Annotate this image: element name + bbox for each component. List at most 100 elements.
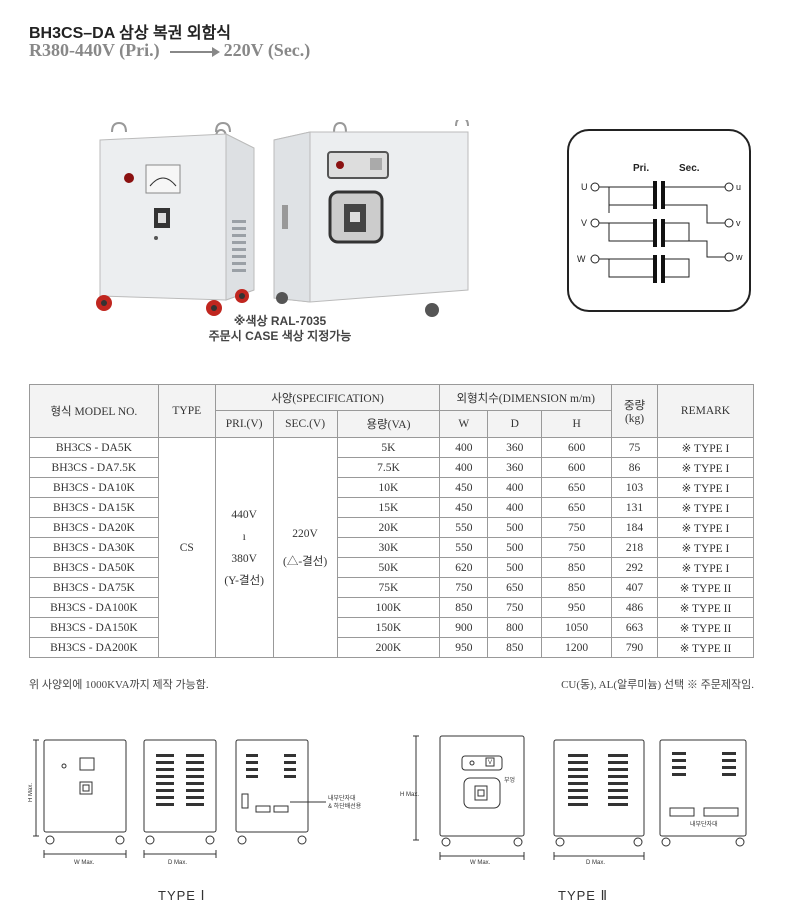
cell-w: 850 bbox=[439, 597, 489, 618]
cell-capacity: 30K bbox=[336, 537, 441, 558]
cell-d: 650 bbox=[487, 577, 543, 598]
cell-h: 1200 bbox=[541, 637, 613, 658]
cell-weight: 86 bbox=[611, 457, 659, 478]
cell-model: BH3CS - DA100K bbox=[29, 597, 159, 618]
footnote-right: CU(동), AL(알루미늄) 선택 ※ 주문제작임. bbox=[561, 679, 754, 691]
arrow-right-icon bbox=[169, 46, 220, 57]
cell-remark: ※ TYPE I bbox=[657, 557, 754, 578]
cell-model: BH3CS - DA5K bbox=[29, 437, 159, 458]
cell-weight: 131 bbox=[611, 497, 659, 518]
header-capacity: 용량(VA) bbox=[336, 410, 441, 438]
type1-hmax-label: H Max. bbox=[28, 783, 34, 802]
cell-h: 1050 bbox=[541, 617, 613, 638]
cell-d: 400 bbox=[487, 477, 543, 498]
cell-w: 400 bbox=[439, 457, 489, 478]
cell-remark: ※ TYPE I bbox=[657, 457, 754, 478]
type2-outline-drawing: H Max. W Max. D Max. 부엉 V 내부단자대 bbox=[400, 735, 747, 866]
cell-capacity: 20K bbox=[336, 517, 441, 538]
type2-meter-label: V bbox=[488, 760, 492, 766]
cell-d: 360 bbox=[487, 457, 543, 478]
cell-capacity: 15K bbox=[336, 497, 441, 518]
cell-capacity: 200K bbox=[336, 637, 441, 658]
cell-type-merged: CS bbox=[157, 437, 216, 658]
sec-sec-value: 220V bbox=[292, 527, 318, 540]
header-pri: PRI.(V) bbox=[214, 410, 274, 438]
cell-capacity: 5K bbox=[336, 437, 441, 458]
color-note-line2: 주문시 CASE 색상 지정가능 bbox=[208, 329, 352, 343]
header-w: W bbox=[439, 410, 489, 438]
type1-label: TYPE Ⅰ bbox=[158, 888, 206, 903]
type1-outline-drawing: H Max. W Max. D Max. 내부단자대 & 하단배선용 bbox=[28, 739, 362, 866]
color-note: ※색상 RAL-7035 주문시 CASE 색상 지정가능 bbox=[200, 314, 360, 344]
cell-model: BH3CS - DA7.5K bbox=[29, 457, 159, 478]
cell-d: 750 bbox=[487, 597, 543, 618]
terminal-w: w bbox=[735, 252, 743, 262]
cell-w: 550 bbox=[439, 517, 489, 538]
cell-model: BH3CS - DA50K bbox=[29, 557, 159, 578]
cell-w: 950 bbox=[439, 637, 489, 658]
cell-remark: ※ TYPE I bbox=[657, 517, 754, 538]
cell-d: 500 bbox=[487, 517, 543, 538]
cell-remark: ※ TYPE II bbox=[657, 597, 754, 618]
cell-d: 500 bbox=[487, 557, 543, 578]
cell-model: BH3CS - DA20K bbox=[29, 517, 159, 538]
terminal-U: U bbox=[581, 182, 588, 192]
cell-model: BH3CS - DA15K bbox=[29, 497, 159, 518]
cell-h: 650 bbox=[541, 497, 613, 518]
type2-dmax-label: D Max. bbox=[586, 860, 605, 866]
cell-capacity: 10K bbox=[336, 477, 441, 498]
header-d: D bbox=[487, 410, 543, 438]
cell-remark: ※ TYPE I bbox=[657, 537, 754, 558]
cell-d: 360 bbox=[487, 437, 543, 458]
cell-w: 750 bbox=[439, 577, 489, 598]
cell-weight: 790 bbox=[611, 637, 659, 658]
terminal-u: u bbox=[736, 182, 741, 192]
type2-lamp-label: 부엉 bbox=[504, 776, 515, 784]
type2-terminal-label: 내부단자대 bbox=[690, 820, 718, 828]
terminal-W: W bbox=[577, 254, 586, 264]
wiring-schematic: Pri. Sec. U V W u v bbox=[567, 129, 751, 312]
type2-label: TYPE Ⅱ bbox=[558, 888, 608, 903]
cell-model: BH3CS - DA75K bbox=[29, 577, 159, 598]
primary-voltage: R380-440V (Pri.) bbox=[29, 40, 160, 60]
cell-sec-merged: 220V(△-결선) bbox=[272, 437, 338, 658]
color-note-line1: ※색상 RAL-7035 bbox=[233, 314, 327, 328]
cell-w: 450 bbox=[439, 497, 489, 518]
cell-weight: 75 bbox=[611, 437, 659, 458]
product-photo-front bbox=[96, 121, 255, 316]
schematic-sec-label: Sec. bbox=[679, 163, 700, 174]
cell-h: 650 bbox=[541, 477, 613, 498]
page-title: BH3CS–DA 삼상 복권 외함식 bbox=[29, 25, 232, 42]
type2-wmax-label: W Max. bbox=[470, 860, 491, 866]
type1-wmax-label: W Max. bbox=[74, 860, 95, 866]
header-h: H bbox=[541, 410, 613, 438]
cell-model: BH3CS - DA30K bbox=[29, 537, 159, 558]
header-dimension: 외형치수(DIMENSION m/m) bbox=[439, 384, 613, 411]
cell-weight: 663 bbox=[611, 617, 659, 638]
cell-model: BH3CS - DA150K bbox=[29, 617, 159, 638]
type2-hmax-label: H Max. bbox=[400, 792, 419, 798]
cell-weight: 184 bbox=[611, 517, 659, 538]
pri-pri-bottom: 380V bbox=[231, 552, 257, 565]
cell-weight: 486 bbox=[611, 597, 659, 618]
header-sec: SEC.(V) bbox=[272, 410, 338, 438]
spec-table: 형식 MODEL NO. TYPE 사양(SPECIFICATION) 외형치수… bbox=[29, 384, 754, 658]
cell-h: 750 bbox=[541, 517, 613, 538]
cell-remark: ※ TYPE II bbox=[657, 577, 754, 598]
product-photo-side bbox=[273, 120, 469, 317]
header-remark: REMARK bbox=[657, 384, 754, 438]
pri-pri-conn: (Y-결선) bbox=[224, 574, 264, 587]
header-spec: 사양(SPECIFICATION) bbox=[214, 384, 441, 411]
cell-model: BH3CS - DA200K bbox=[29, 637, 159, 658]
cell-d: 800 bbox=[487, 617, 543, 638]
